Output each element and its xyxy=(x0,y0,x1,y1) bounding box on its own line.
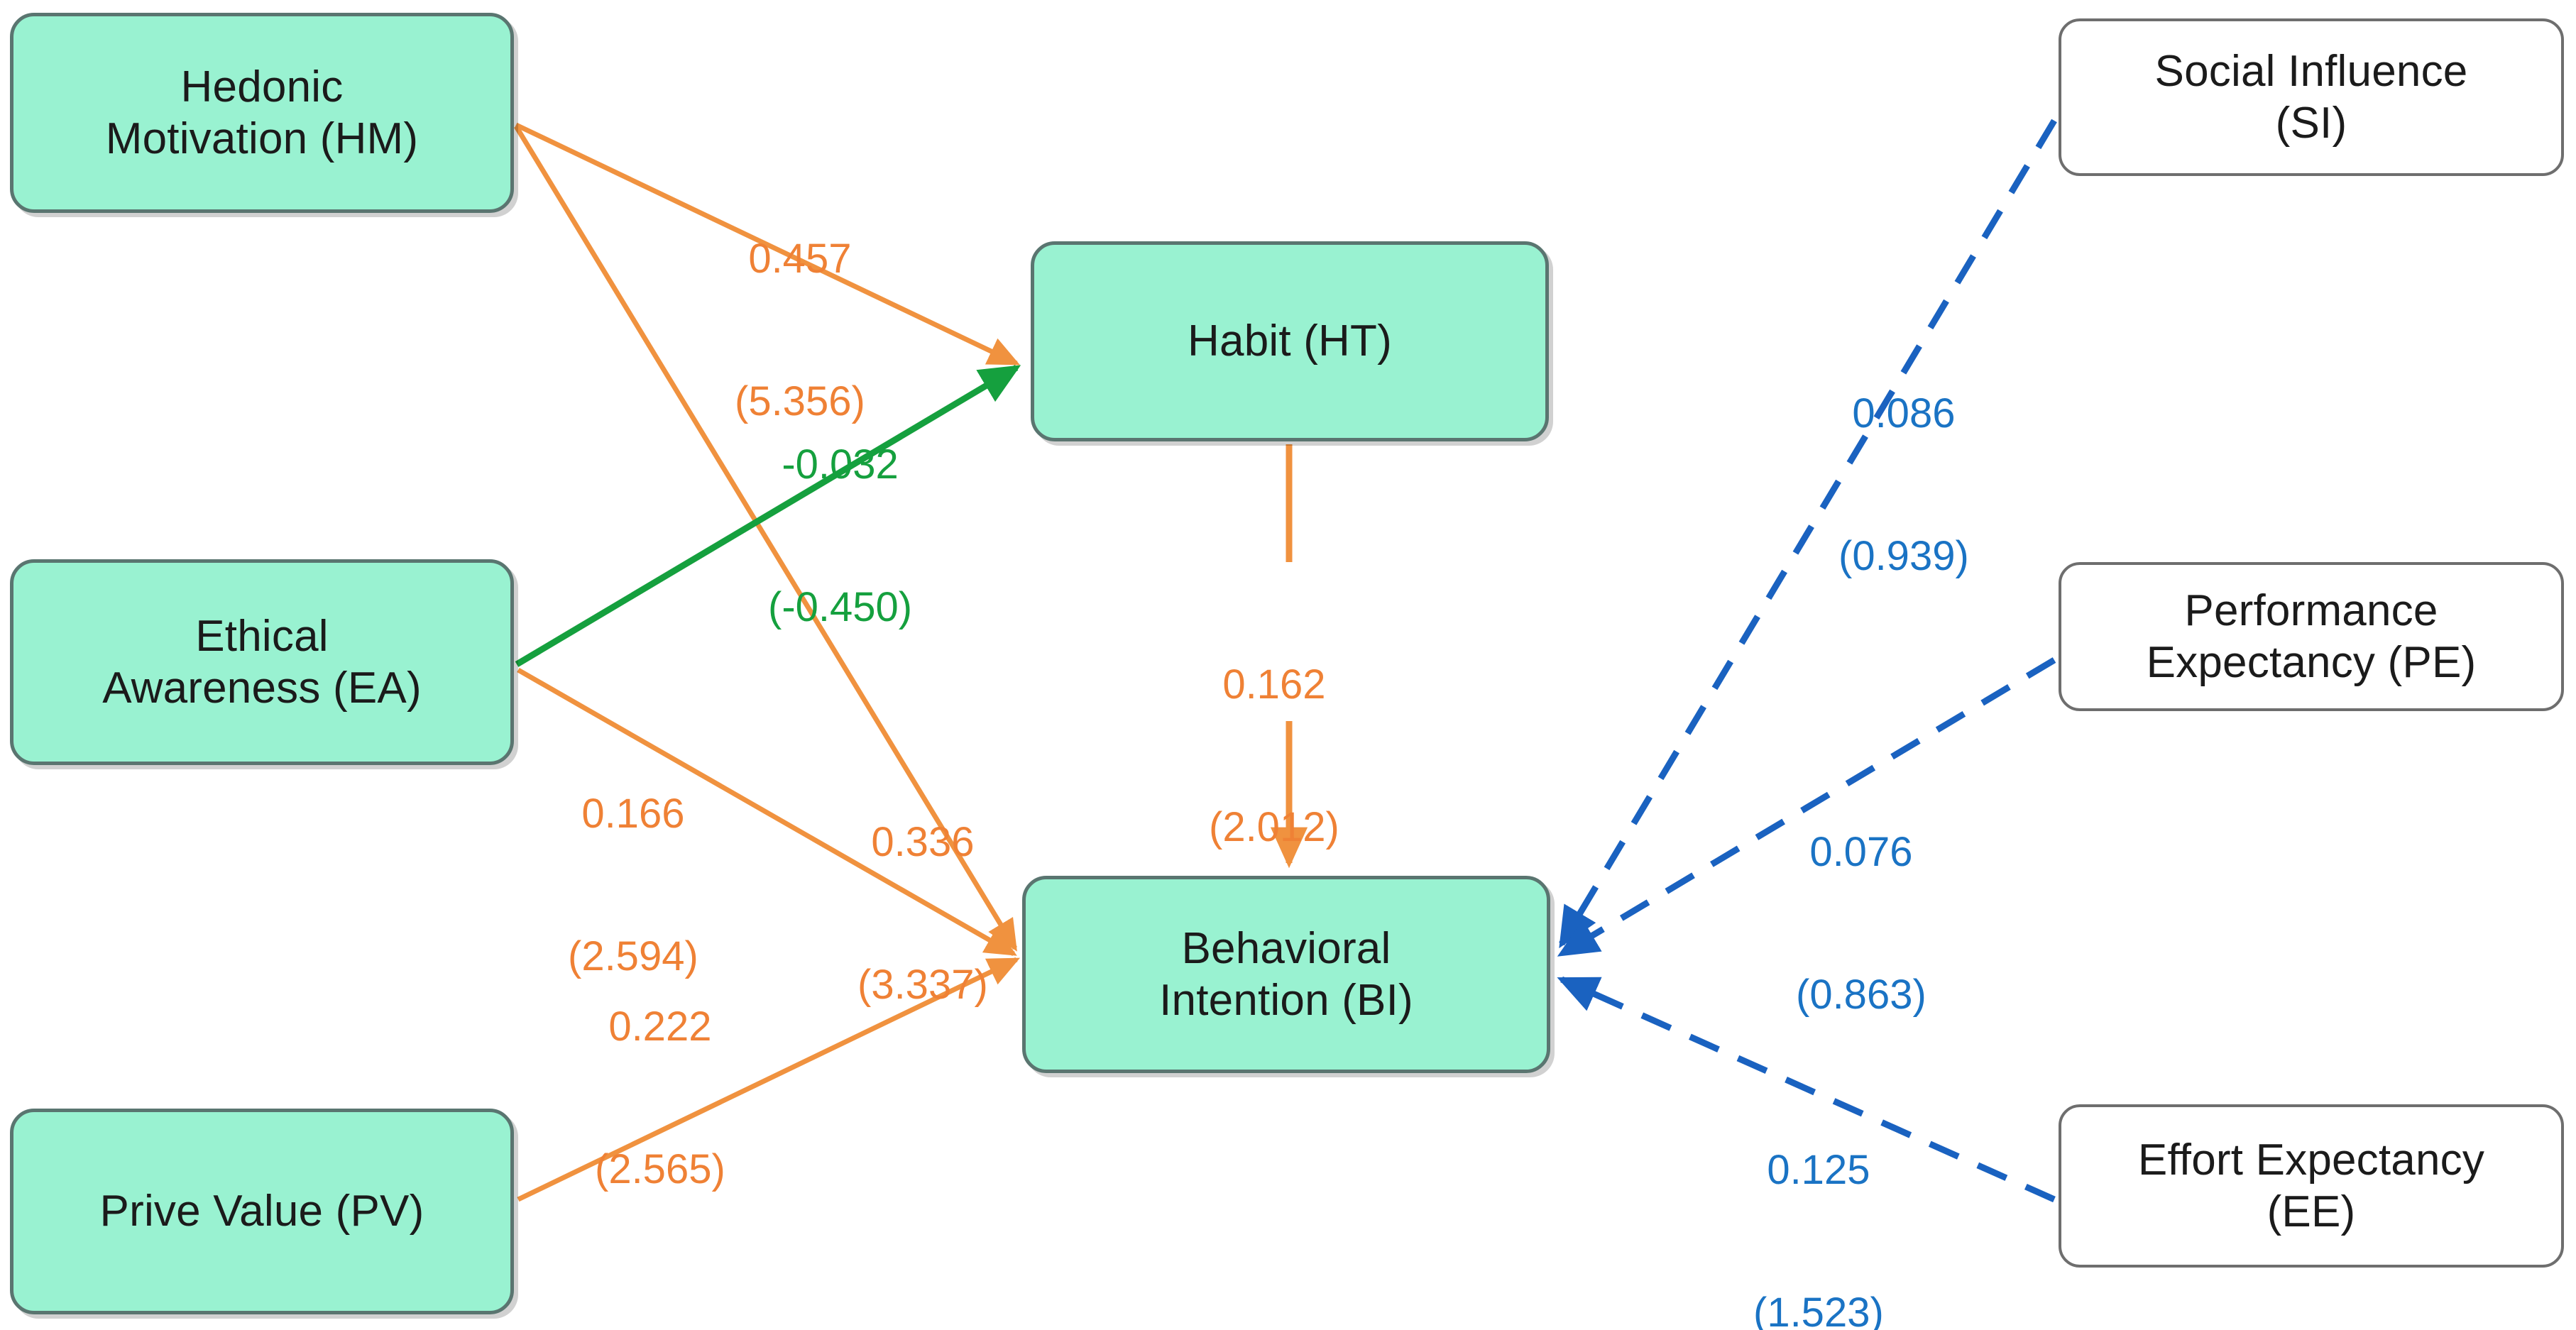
node-prive-value[interactable]: Prive Value (PV) xyxy=(10,1109,514,1314)
edge-si-bi xyxy=(1559,119,2057,949)
node-effort-expectancy-label: Effort Expectancy(EE) xyxy=(2137,1135,2485,1236)
node-habit-label: Habit (HT) xyxy=(1188,317,1392,366)
path-label-hm-ht: 0.457 (5.356) xyxy=(735,235,865,425)
node-social-influence-label: Social Influence(SI) xyxy=(2154,46,2468,148)
path-label-si-bi: 0.086 (0.939) xyxy=(1838,390,1969,580)
node-effort-expectancy[interactable]: Effort Expectancy(EE) xyxy=(2059,1104,2564,1268)
path-label-ht-bi: 0.162 (2.012) xyxy=(1209,661,1339,851)
edge-hm-ht xyxy=(515,122,1021,366)
path-label-ea-ht: -0.032 (-0.450) xyxy=(768,441,913,631)
edge-ee-bi xyxy=(1557,976,2056,1203)
edge-ea-bi xyxy=(517,667,1017,957)
edge-pe-bi xyxy=(1557,657,2056,957)
node-prive-value-label: Prive Value (PV) xyxy=(99,1187,424,1236)
path-label-pe-bi: 0.076 (0.863) xyxy=(1796,828,1926,1018)
edge-hm-bi xyxy=(514,125,1017,952)
path-label-ea-bi: 0.166 (2.594) xyxy=(568,790,698,980)
path-label-ee-bi: 0.125 (1.523) xyxy=(1753,1146,1884,1330)
edge-pv-bi xyxy=(517,957,1021,1202)
node-habit[interactable]: Habit (HT) xyxy=(1031,241,1549,441)
path-label-hm-bi: 0.336 (3.337) xyxy=(857,818,988,1009)
path-label-pv-bi: 0.222 (2.565) xyxy=(595,1003,725,1193)
node-social-influence[interactable]: Social Influence(SI) xyxy=(2059,18,2564,176)
edge-ea-ht xyxy=(515,365,1021,667)
